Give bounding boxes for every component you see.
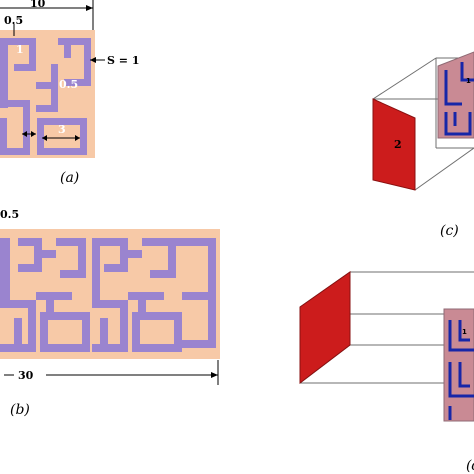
panel-b: 0.5 30 (b): [0, 208, 220, 418]
unit-cell-substrate: [0, 30, 95, 158]
panel-a-arrowheads: [22, 5, 96, 141]
width-label: 10: [30, 0, 46, 10]
unit-cell-metal-pattern: [0, 38, 91, 155]
region-1-label: 1: [16, 43, 24, 56]
caption-c: (c): [440, 223, 459, 239]
region-3-label: 3: [58, 123, 66, 136]
array-length-label: 30: [18, 369, 34, 382]
array-cell-1: [0, 238, 90, 352]
waveguide-box-c: [372, 57, 474, 191]
metasurface-conductor-d: [448, 320, 474, 420]
caption-b: (b): [10, 402, 30, 418]
panel-a: 10 0.5 S = 1 0.5 1 3 (a): [0, 0, 139, 186]
caption-d: (d): [466, 458, 474, 474]
arrowhead: [31, 131, 36, 137]
plate-marker: 1: [466, 77, 471, 85]
arrowhead: [86, 5, 93, 11]
arrowhead: [75, 135, 80, 141]
metasurface-conductor-c: [444, 62, 474, 136]
s-label: S = 1: [107, 54, 139, 67]
panel-d: 1 (d): [299, 271, 474, 474]
panel-c: 1 2 (c): [372, 51, 474, 239]
panel-b-dimensions: [4, 360, 219, 385]
plate-marker: 1: [462, 328, 467, 336]
arrowhead: [42, 135, 47, 141]
arrowhead: [211, 372, 218, 378]
port-label: 2: [394, 138, 402, 151]
port-plane-d: [299, 271, 351, 385]
caption-a: (a): [60, 170, 79, 186]
gap-label: 0.5: [4, 14, 23, 27]
arrowhead: [22, 131, 27, 137]
array-cell-2: [92, 238, 216, 352]
array-gap-label: 0.5: [0, 208, 19, 221]
arrowhead: [90, 57, 96, 63]
inner-width-label: 0.5: [59, 78, 78, 91]
port-plane-c: [372, 98, 416, 191]
